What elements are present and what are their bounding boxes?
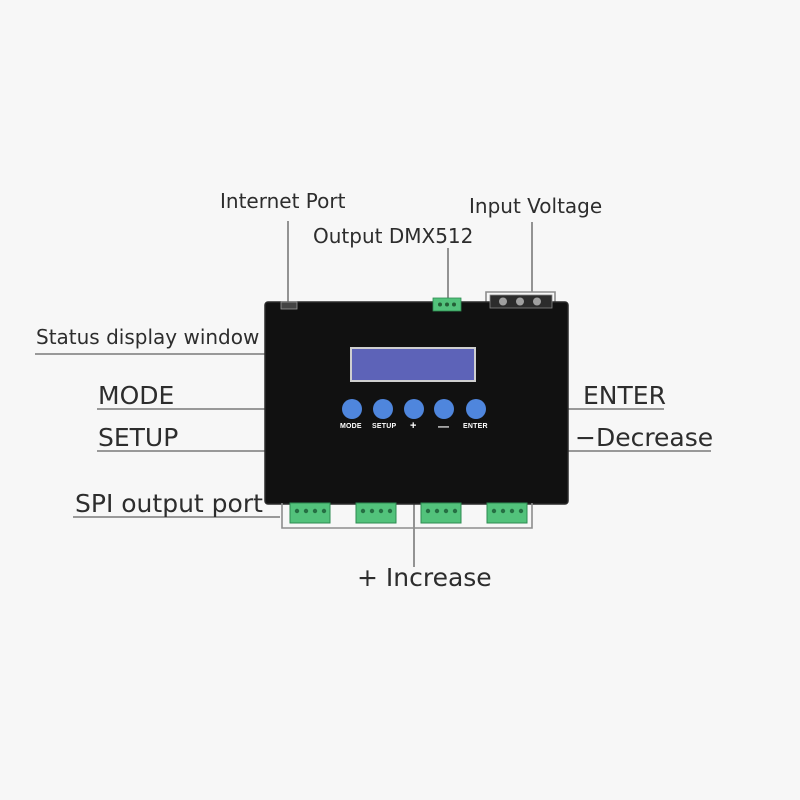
setup-label: SETUP	[98, 423, 179, 452]
plus-button-caption: +	[410, 420, 417, 432]
dmx512-screw-1	[438, 302, 442, 307]
input-screw-2	[516, 297, 524, 306]
dmx512-screw-2	[445, 302, 449, 307]
spi-terminal-3	[420, 502, 462, 524]
decrease-label: −Decrease	[575, 423, 714, 452]
input-voltage-label: Input Voltage	[469, 194, 603, 218]
minus-button-caption: —	[438, 421, 449, 433]
input-screw-1	[499, 297, 507, 306]
increase-label: + Increase	[357, 563, 492, 592]
minus-button[interactable]	[434, 399, 454, 419]
setup-button[interactable]	[373, 399, 393, 419]
mode-button[interactable]	[342, 399, 362, 419]
status-display-window	[350, 347, 476, 382]
spi-output-port-label: SPI output port	[75, 489, 263, 518]
output-dmx512-label: Output DMX512	[313, 224, 474, 248]
status-display-window-label: Status display window	[36, 325, 260, 349]
internet-port-connector	[280, 301, 298, 310]
internet-port-label: Internet Port	[220, 189, 346, 213]
spi-terminal-1	[289, 502, 331, 524]
enter-button[interactable]	[466, 399, 486, 419]
plus-button[interactable]	[404, 399, 424, 419]
mode-label: MODE	[98, 381, 175, 410]
spi-terminal-4	[486, 502, 528, 524]
spi-terminal-2	[355, 502, 397, 524]
spi-terminals	[289, 502, 528, 524]
enter-label: ENTER	[583, 381, 666, 410]
enter-button-caption: ENTER	[463, 423, 488, 430]
input-screw-3	[533, 297, 541, 306]
spi-output-bracket	[281, 503, 533, 529]
mode-button-caption: MODE	[340, 423, 362, 430]
setup-button-caption: SETUP	[372, 423, 397, 430]
dmx512-screw-3	[452, 302, 456, 307]
